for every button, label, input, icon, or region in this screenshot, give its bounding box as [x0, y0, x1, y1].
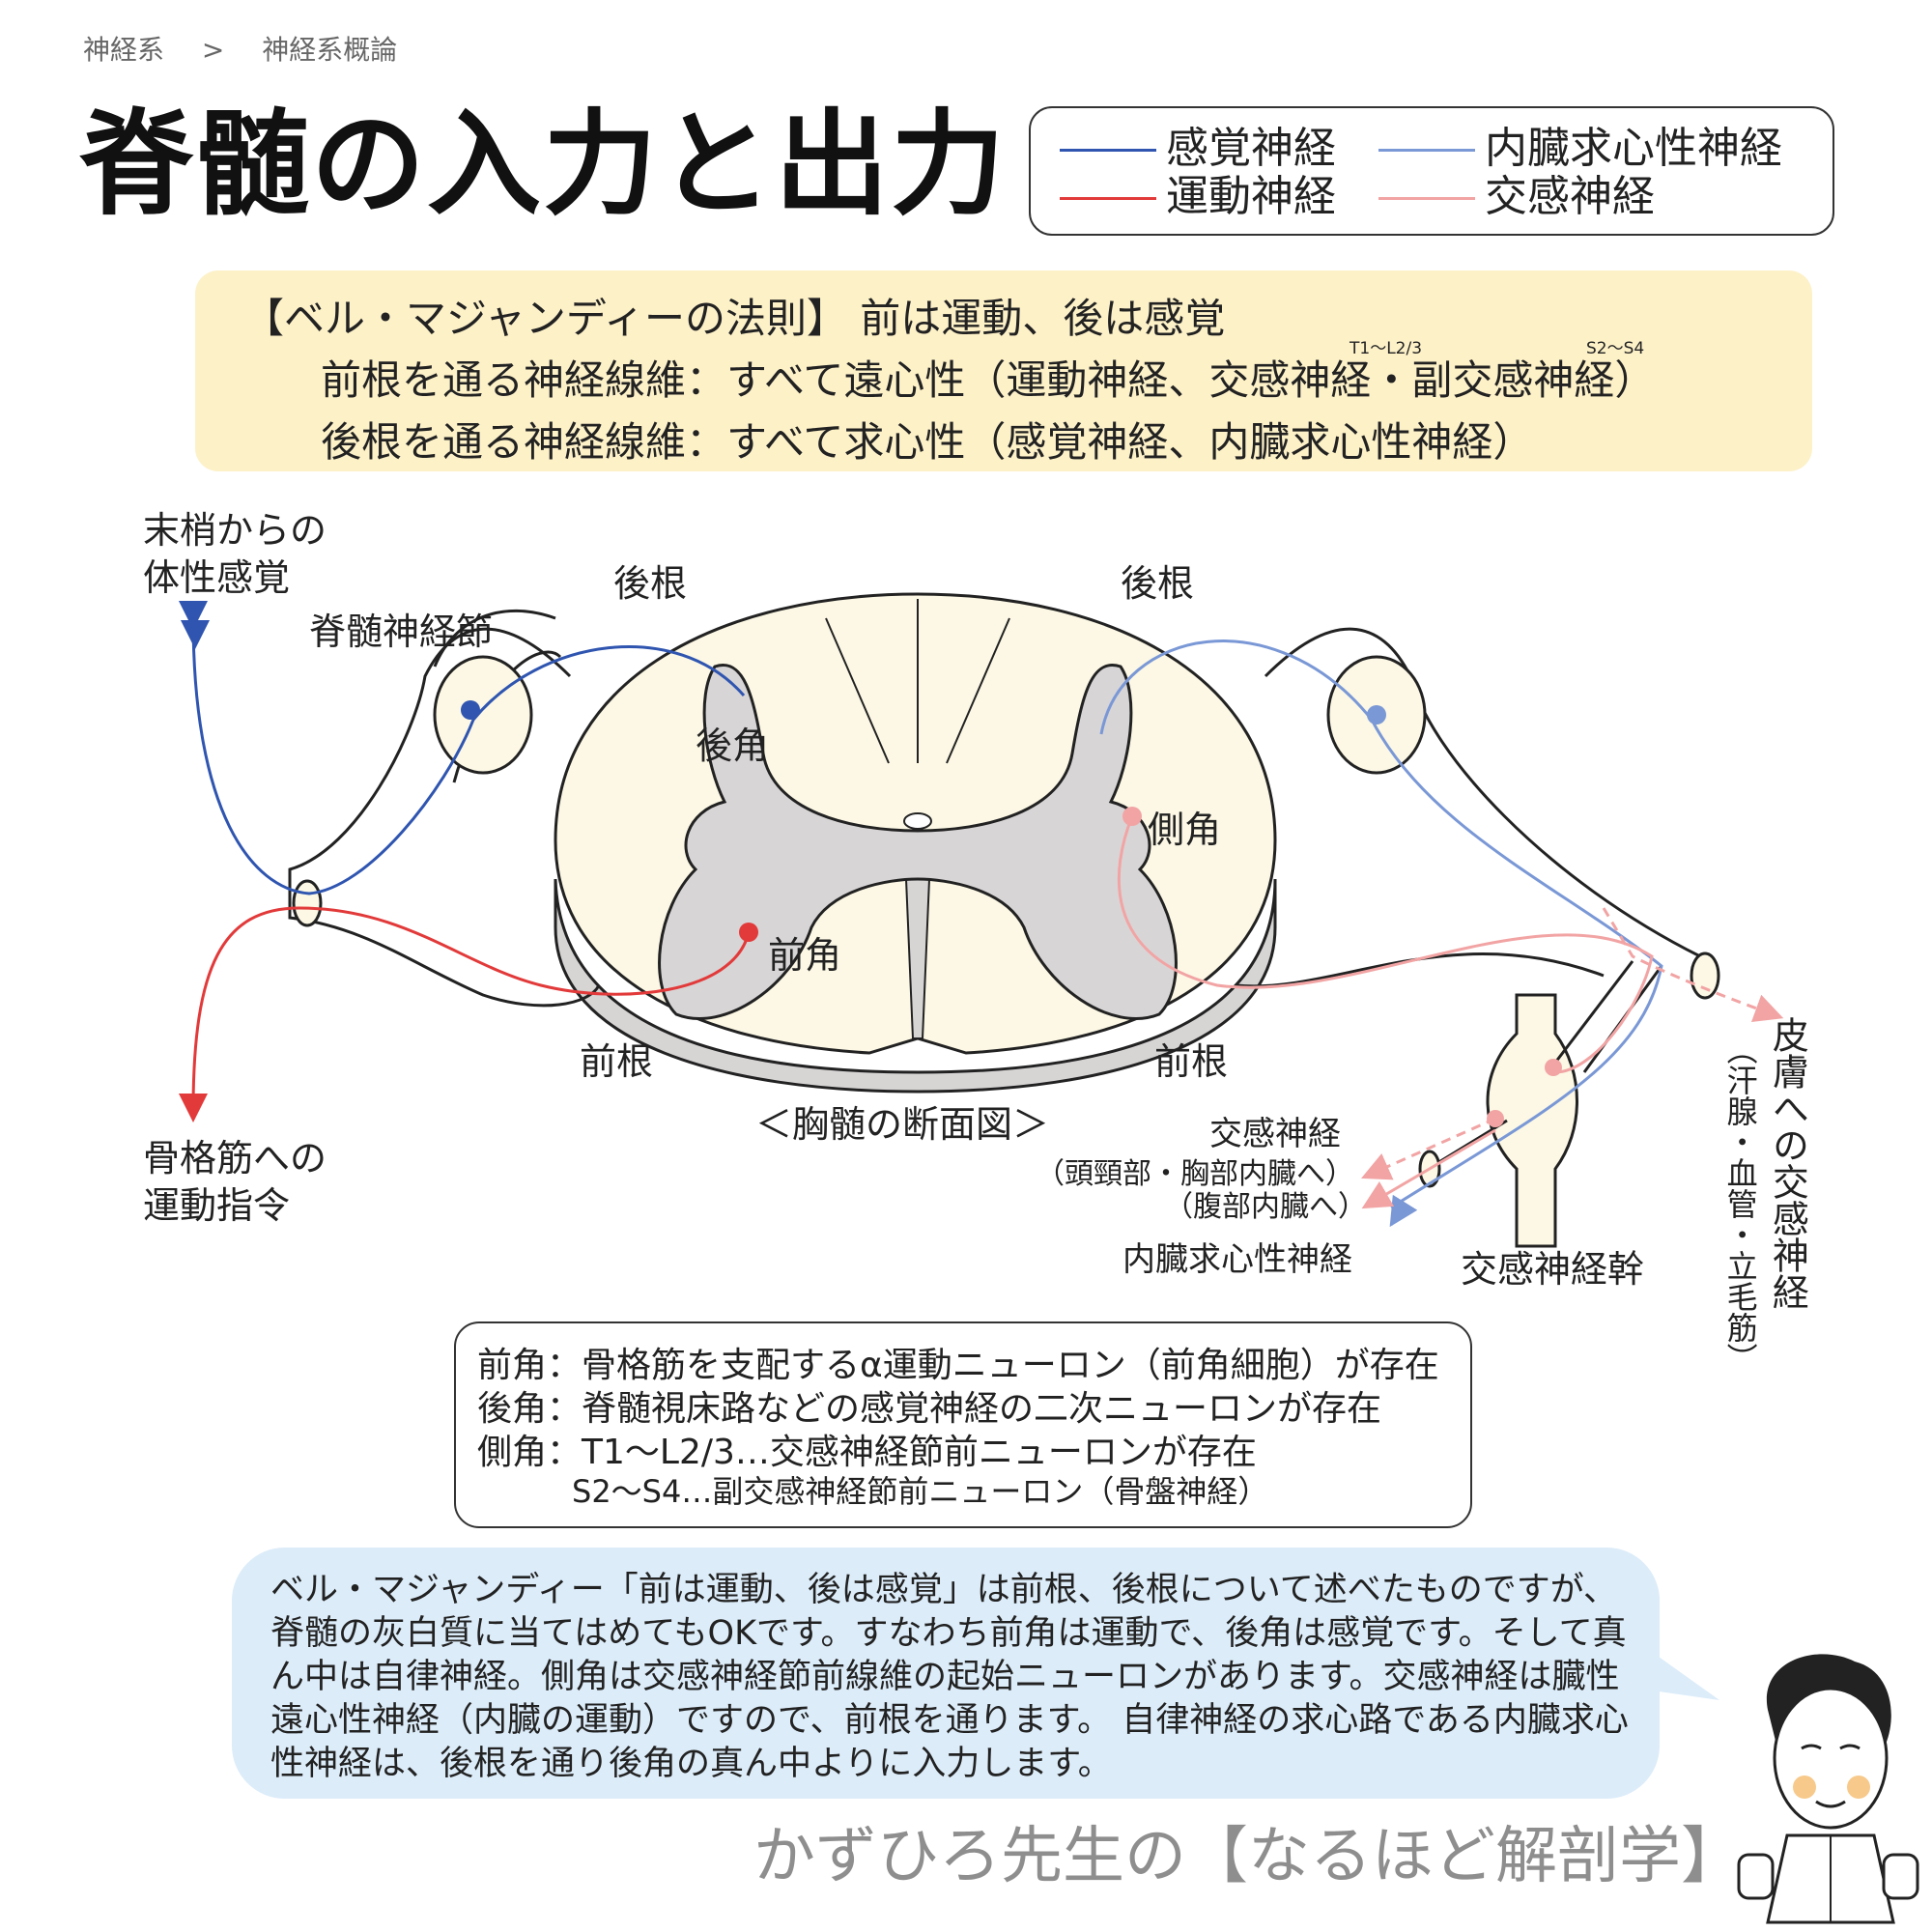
motor-neuron-body [739, 923, 758, 942]
legend-label-sensory: 感覚神経 [1166, 124, 1336, 173]
label-dorsal-horn: 後角 [696, 724, 770, 767]
legend-label-motor: 運動神経 [1166, 172, 1336, 221]
label-motor-output: 骨格筋への 運動指令 [143, 1137, 327, 1228]
label-sympathetic-head: （頭頸部・胸部内臓へ） [1036, 1157, 1354, 1191]
page-title: 脊髄の入力と出力 [79, 98, 1008, 231]
left-spinal-nerve [288, 627, 601, 1008]
ganglion-neuron-1 [1545, 1059, 1562, 1076]
rule-line-ventral-root: 前根を通る神経線維：すべて遠心性（運動神経、交感神経・副交感神経） [321, 356, 1656, 404]
info-lateral-horn-sacral: S2〜S4…副交感神経節前ニューロン（骨盤神経） [572, 1473, 1269, 1510]
diagram-caption: ＜胸髄の断面図＞ [755, 1103, 1050, 1146]
legend-swatch-motor [1060, 197, 1156, 200]
info-dorsal-horn: 後角：脊髄視床路などの感覚神経の二次ニューロンが存在 [477, 1389, 1382, 1429]
label-dorsal-root-right: 後根 [1121, 562, 1195, 605]
grey-matter [658, 664, 1178, 1020]
right-nerve-cut [1690, 952, 1720, 1000]
label-visceral-afferent: 内臓求心性神経 [1122, 1240, 1352, 1279]
label-skin-detail: （汗腺・血管・立毛筋） [1721, 1034, 1759, 1374]
sensory-nerve-path [178, 600, 746, 895]
sympathetic-abdomen-arrow [1361, 1128, 1496, 1209]
legend-swatch-visceral-afferent [1378, 149, 1475, 152]
label-ventral-horn: 前角 [768, 934, 842, 977]
breadcrumb: 神経系 > 神経系概論 [83, 29, 397, 68]
motor-nerve-path [179, 906, 751, 1122]
posterior-median-septum [825, 599, 1010, 764]
info-lateral-horn: 側角：T1〜L2/3…交感神経節前ニューロンが存在 [477, 1433, 1257, 1472]
label-lateral-horn: 側角 [1148, 809, 1222, 851]
footer-brand: かずひろ先生の【なるほど解剖学】 [753, 1821, 1743, 1892]
rule-line-dorsal-root: 後根を通る神経線維：すべて求心性（感覚神経、内臓求心性神経） [321, 418, 1534, 466]
skin-sympathetic-arrow [1602, 907, 1784, 1022]
breadcrumb-parent[interactable]: 神経系 [83, 34, 165, 66]
horn-info-box: 前角：骨格筋を支配するα運動ニューロン（前角細胞）が存在 後角：脊髄視床路などの… [454, 1321, 1472, 1528]
legend-label-visceral-afferent: 内臓求心性神経 [1485, 124, 1782, 173]
commentary-text: ベル・マジャンディー「前は運動、後は感覚」は前根、後根について述べたものですが、… [270, 1571, 1629, 1783]
rule-sup-s2-s4: S2〜S4 [1586, 339, 1645, 358]
label-skin-sympathetic: 皮膚への交感神経 [1766, 1016, 1809, 1310]
sensory-neuron-body [461, 700, 480, 720]
breadcrumb-separator: > [201, 34, 225, 66]
central-canal [903, 812, 932, 830]
left-nerve-cut [292, 879, 323, 927]
legend-label-sympathetic: 交感神経 [1485, 172, 1655, 221]
visceral-afferent-path [1099, 639, 1663, 1209]
label-sympathetic: 交感神経 [1209, 1115, 1341, 1153]
teacher-mascot-illustration [1737, 1654, 1919, 1924]
label-sympathetic-trunk: 交感神経幹 [1461, 1248, 1645, 1291]
rule-heading: 【ベル・マジャンディーの法則】 前は運動、後は感覚 [243, 295, 1226, 342]
visceral-afferent-neuron-body [1367, 705, 1386, 724]
legend-swatch-sympathetic [1378, 197, 1475, 200]
spinal-cord-shadow [554, 878, 1277, 1094]
left-spinal-ganglion [433, 655, 533, 775]
commentary-bubble: ベル・マジャンディー「前は運動、後は感覚」は前根、後根について述べたものですが、… [232, 1548, 1660, 1799]
breadcrumb-current[interactable]: 神経系概論 [262, 34, 398, 66]
lateral-horn-neuron-body [1122, 807, 1142, 826]
label-peripheral-input: 末梢からの 体性感覚 [143, 509, 327, 600]
bell-magendie-rule-box: 【ベル・マジャンディーの法則】 前は運動、後は感覚 T1〜L2/3 S2〜S4 … [195, 270, 1812, 471]
label-ventral-root-left: 前根 [580, 1040, 654, 1083]
visceral-afferent-arrow [1389, 1194, 1418, 1228]
legend-swatch-sensory [1060, 149, 1156, 152]
legend: 感覚神経 内臓求心性神経 運動神経 交感神経 [1029, 106, 1834, 236]
sympathetic-preganglionic-path [1117, 815, 1654, 1074]
label-spinal-ganglion: 脊髄神経節 [309, 611, 494, 653]
sympathetic-head-arrow [1361, 1117, 1496, 1180]
rule-sup-t1-l2: T1〜L2/3 [1350, 339, 1423, 358]
bubble-tail [1652, 1652, 1719, 1700]
label-sympathetic-abdomen: （腹部内臓へ） [1164, 1190, 1367, 1224]
label-ventral-root-right: 前根 [1154, 1040, 1229, 1083]
info-ventral-horn: 前角：骨格筋を支配するα運動ニューロン（前角細胞）が存在 [477, 1346, 1439, 1385]
label-dorsal-root-left: 後根 [613, 562, 688, 605]
